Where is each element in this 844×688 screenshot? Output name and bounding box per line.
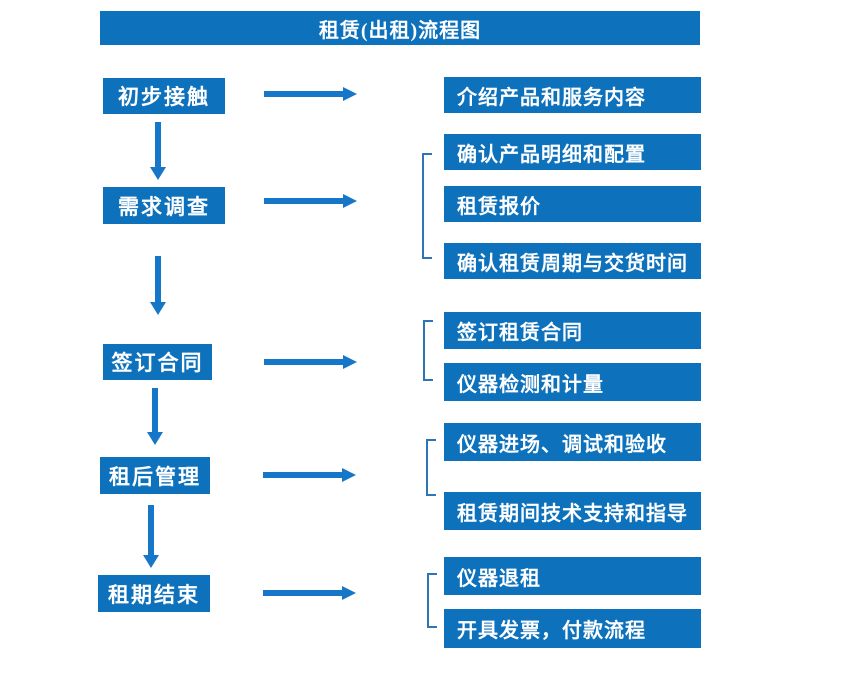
right-arrow-post-rental-management xyxy=(263,468,356,482)
arrow-head-icon xyxy=(342,586,356,600)
down-arrow-step2-step3 xyxy=(150,256,166,315)
detail-box-tech-support: 租赁期间技术支持和指导 xyxy=(444,492,701,530)
arrow-head-icon xyxy=(150,167,166,180)
detail-box-instrument-testing: 仪器检测和计量 xyxy=(444,363,701,401)
right-arrow-demand-survey xyxy=(264,194,357,208)
arrow-head-icon xyxy=(150,302,166,315)
arrow-head-icon xyxy=(143,555,159,568)
right-arrow-rental-end xyxy=(263,586,356,600)
arrow-shaft xyxy=(152,388,158,432)
down-arrow-step3-step4 xyxy=(147,388,163,445)
flowchart-title: 租赁(出租)流程图 xyxy=(318,19,482,42)
step-box-demand-survey: 需求调查 xyxy=(103,187,225,224)
arrow-shaft xyxy=(264,198,343,204)
right-arrow-initial-contact xyxy=(264,87,357,101)
step-box-contract-signing: 签订合同 xyxy=(103,344,212,380)
bracket-contract-signing-group xyxy=(423,320,433,381)
arrow-head-icon xyxy=(343,87,357,101)
detail-box-instrument-return: 仪器退租 xyxy=(444,557,701,595)
arrow-head-icon xyxy=(343,194,357,208)
down-arrow-step1-step2 xyxy=(150,122,166,180)
arrow-head-icon xyxy=(147,432,163,445)
detail-box-sign-rental-contract: 签订租赁合同 xyxy=(444,312,701,349)
arrow-shaft xyxy=(264,359,343,365)
step-box-rental-end: 租期结束 xyxy=(98,575,210,612)
flowchart-title-bar: 租赁(出租)流程图 xyxy=(100,11,700,45)
detail-box-invoice-payment: 开具发票，付款流程 xyxy=(444,609,701,648)
step-box-initial-contact: 初步接触 xyxy=(103,78,225,114)
arrow-shaft xyxy=(263,472,342,478)
right-arrow-contract-signing xyxy=(264,355,357,369)
detail-box-confirm-product-config: 确认产品明细和配置 xyxy=(444,134,701,170)
bracket-demand-survey-group xyxy=(422,153,432,259)
bracket-rental-end-group xyxy=(427,573,437,628)
down-arrow-step4-step5 xyxy=(143,505,159,568)
arrow-shaft xyxy=(155,256,161,302)
bracket-post-rental-group xyxy=(426,439,436,496)
arrow-shaft xyxy=(264,91,343,97)
detail-box-introduce-products: 介绍产品和服务内容 xyxy=(444,77,701,113)
detail-box-rental-quote: 租赁报价 xyxy=(444,186,701,222)
arrow-head-icon xyxy=(342,468,356,482)
detail-box-instrument-setup-acceptance: 仪器进场、调试和验收 xyxy=(444,423,701,461)
step-box-post-rental-management: 租后管理 xyxy=(100,457,210,494)
arrow-shaft xyxy=(148,505,154,555)
arrow-shaft xyxy=(263,590,342,596)
arrow-head-icon xyxy=(343,355,357,369)
arrow-shaft xyxy=(155,122,161,167)
detail-box-confirm-period-delivery: 确认租赁周期与交货时间 xyxy=(444,243,701,279)
